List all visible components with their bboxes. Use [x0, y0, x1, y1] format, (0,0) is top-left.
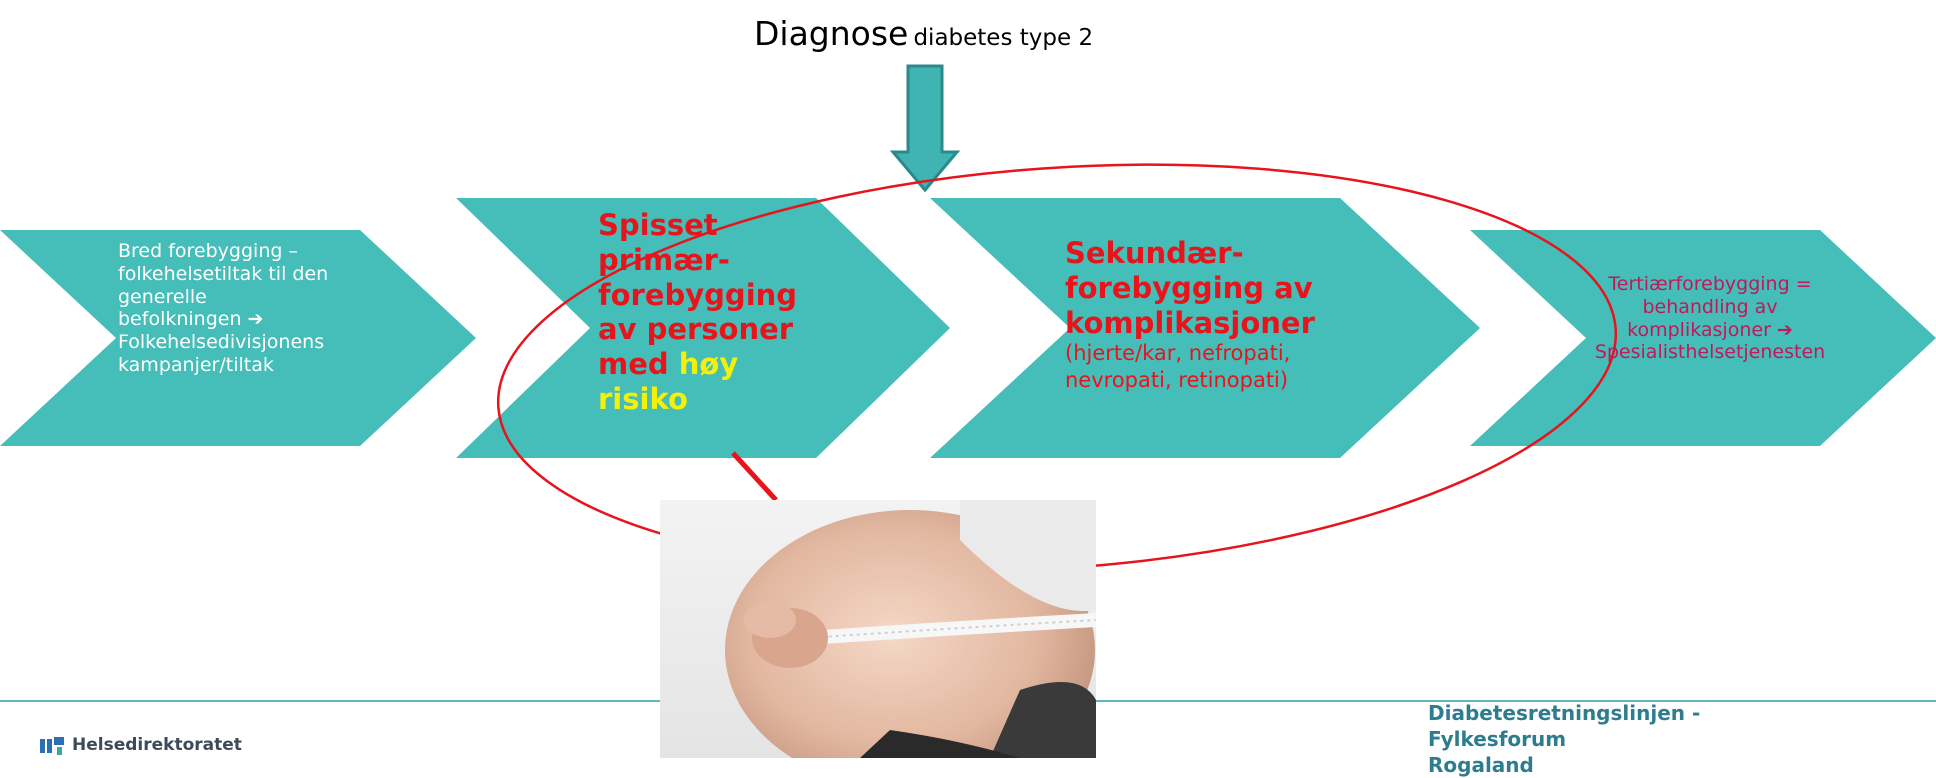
step-4-line: komplikasjoner ➔: [1560, 319, 1860, 342]
down-arrow-icon: [893, 66, 957, 190]
step-2-line: med høy: [598, 347, 828, 382]
logo-icon: [40, 737, 64, 755]
step-2-text: Spisset primær- forebygging av personer …: [598, 208, 828, 417]
step-1-line: Bred forebygging –: [118, 240, 388, 263]
title-main: Diagnose: [754, 14, 908, 53]
step-3-sub-line: nevropati, retinopati): [1065, 367, 1405, 393]
step-1-line: kampanjer/tiltak: [118, 354, 388, 377]
step-1-line: befolkningen ➔: [118, 308, 388, 331]
step-2-line: Spisset: [598, 208, 828, 243]
step-3-sub-line: (hjerte/kar, nefropati,: [1065, 340, 1405, 366]
step-3-heading-line: komplikasjoner: [1065, 306, 1405, 341]
step-3-heading-line: forebygging av: [1065, 271, 1405, 306]
step-3-text: Sekundær- forebygging av komplikasjoner …: [1065, 236, 1405, 393]
step-4-text: Tertiærforebygging = behandling av kompl…: [1560, 273, 1860, 364]
step-3-heading-line: Sekundær-: [1065, 236, 1405, 271]
step-4-line: behandling av: [1560, 296, 1860, 319]
step-2-line: primær-: [598, 243, 828, 278]
page-title: Diagnose diabetes type 2: [754, 14, 1093, 54]
step-4-line: Tertiærforebygging =: [1560, 273, 1860, 296]
step-1-line: folkehelsetiltak til den: [118, 263, 388, 286]
title-sub: diabetes type 2: [913, 25, 1093, 51]
pointer-line: [733, 453, 776, 500]
footer-right-line: Rogaland: [1428, 752, 1828, 778]
step-1-line: Folkehelsedivisjonens: [118, 331, 388, 354]
step-1-line: generelle: [118, 286, 388, 309]
step-4-line: Spesialisthelsetjenesten: [1560, 341, 1860, 364]
footer-right-text: Diabetesretningslinjen - Fylkesforum Rog…: [1428, 700, 1828, 778]
step-2-red-word: med: [598, 347, 669, 381]
step-2-line: av personer: [598, 312, 828, 347]
footer-logo-text: Helsedirektoratet: [72, 735, 242, 755]
step-2-line: forebygging: [598, 278, 828, 313]
waist-measurement-photo: [660, 500, 1096, 758]
footer-right-line: Diabetesretningslinjen - Fylkesforum: [1428, 700, 1828, 752]
helsedirektoratet-logo: [40, 734, 70, 756]
step-2-yellow-line: risiko: [598, 382, 828, 417]
step-1-text: Bred forebygging – folkehelsetiltak til …: [118, 240, 388, 377]
step-2-yellow-word: høy: [679, 347, 738, 381]
